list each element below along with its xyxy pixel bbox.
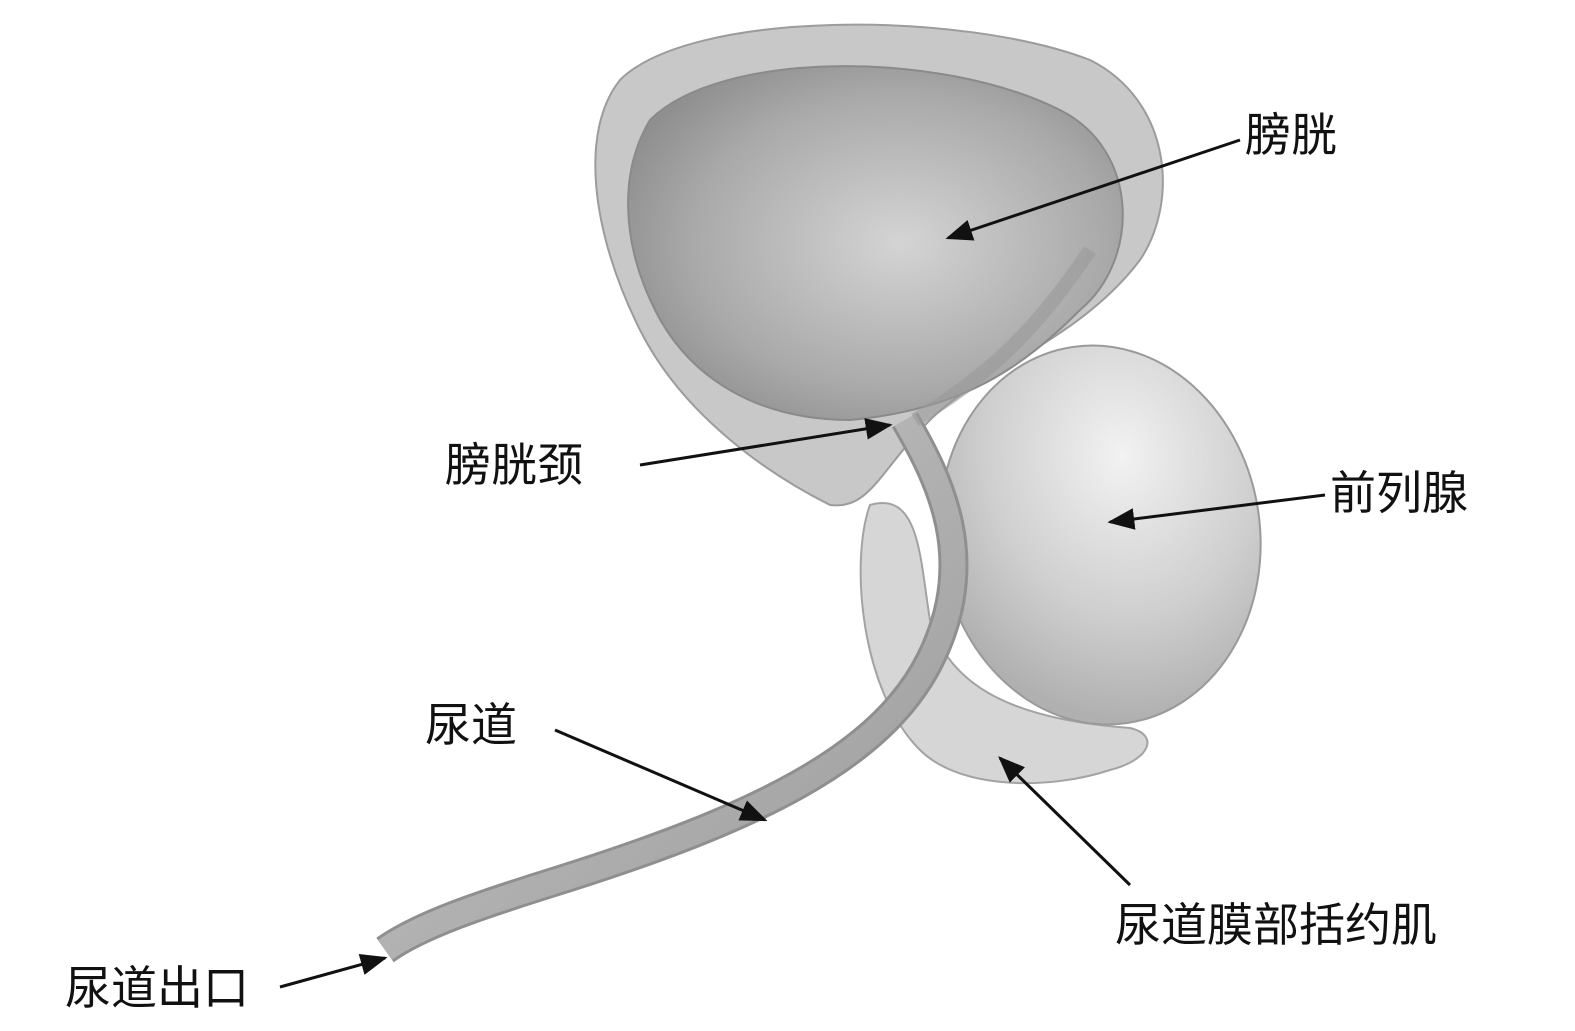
sphincter bbox=[859, 502, 1149, 785]
label-prostate: 前列腺 bbox=[1330, 466, 1468, 520]
urethra-highlight bbox=[378, 413, 966, 960]
label-bladder-neck: 膀胱颈 bbox=[445, 438, 583, 492]
urethra-inner-path bbox=[911, 246, 1096, 426]
urethra bbox=[376, 412, 969, 963]
arrow-urethra-outlet bbox=[279, 954, 388, 989]
arrow-prostate bbox=[1107, 493, 1326, 530]
arrow-bladder-neck bbox=[639, 418, 893, 467]
arrow-urethra bbox=[554, 728, 768, 822]
label-urethra: 尿道 bbox=[425, 698, 517, 752]
label-urethra-outlet: 尿道出口 bbox=[65, 961, 249, 1015]
label-sphincter: 尿道膜部括约肌 bbox=[1115, 898, 1437, 952]
label-bladder: 膀胱 bbox=[1245, 108, 1337, 162]
arrow-sphincter bbox=[998, 756, 1132, 887]
arrow-bladder bbox=[945, 138, 1241, 241]
bladder bbox=[627, 65, 1124, 422]
